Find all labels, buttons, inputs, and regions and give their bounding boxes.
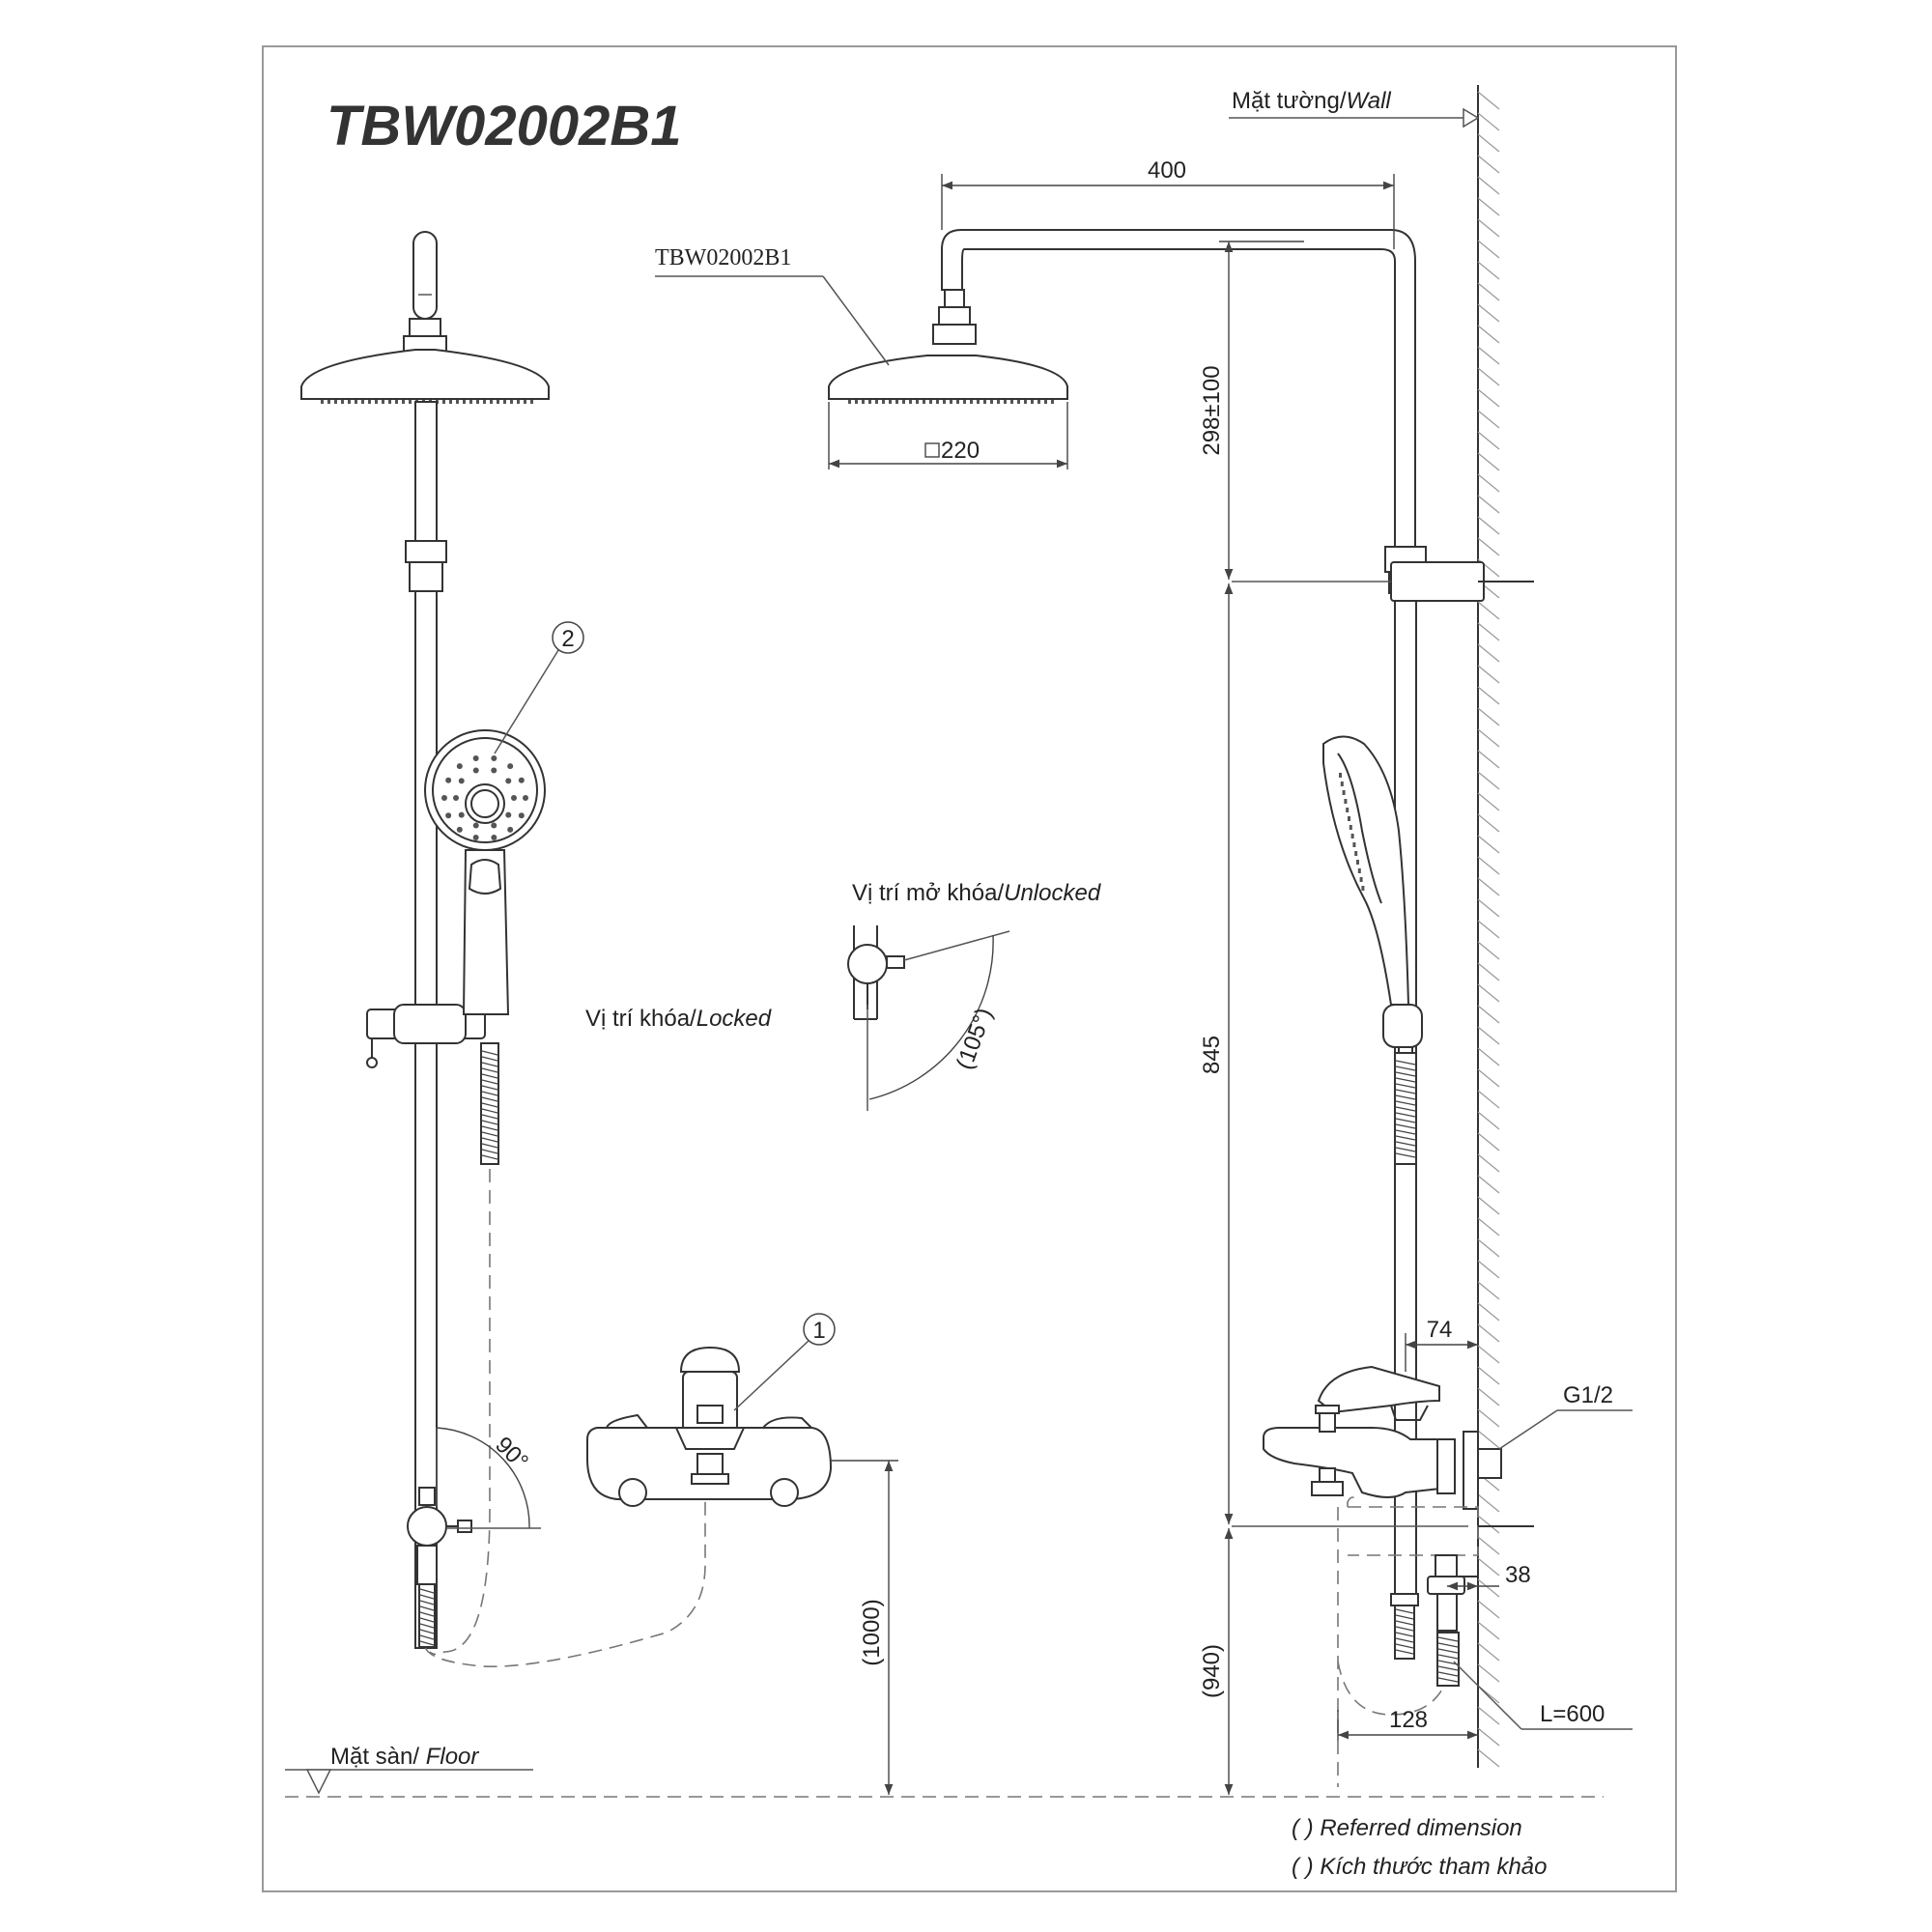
dim-head-size: 220 — [828, 402, 1068, 469]
side-view — [828, 229, 1633, 1787]
unlocked-label-en: Unlocked — [1004, 880, 1101, 906]
floor-label-vi: Mặt sàn/ — [330, 1744, 426, 1770]
dim-arm-length-value: 400 — [1148, 157, 1186, 184]
dim-head-size-value: 220 — [941, 438, 980, 464]
note-reference-size: ( ) Kích thước tham khảo — [1292, 1854, 1547, 1880]
drawing-frame — [262, 45, 1677, 1892]
angle-90: 90° — [490, 1432, 533, 1475]
dim-floor-height-side-value: (940) — [1199, 1644, 1225, 1698]
dim-mixer-depth: 128 — [1337, 1707, 1478, 1741]
hose-label: L=600 — [1540, 1701, 1605, 1727]
svg-text:Vị trí khóa/Locked: Vị trí khóa/Locked — [585, 1006, 772, 1032]
dim-outlet-offset-value: 38 — [1505, 1562, 1531, 1588]
thread-label: G1/2 — [1563, 1382, 1613, 1408]
unlocked-label-vi: Vị trí mở khóa/ — [852, 880, 1004, 906]
front-view — [300, 231, 833, 1668]
part-callout-2: 2 — [494, 621, 584, 754]
floor-label-en: Floor — [426, 1744, 480, 1770]
dim-arm-length: 400 — [941, 157, 1395, 249]
dim-floor-height-front-value: (1000) — [859, 1599, 885, 1665]
angle-105: (105°) — [952, 1005, 998, 1073]
part-number-2: 2 — [561, 626, 574, 652]
drawing-title: TBW02002B1 — [327, 95, 681, 157]
dim-arm-height-value: 298±100 — [1199, 365, 1225, 455]
wall-line — [1477, 85, 1500, 1768]
part-number-1: 1 — [812, 1318, 825, 1344]
floor-label: Mặt sàn/ Floor — [330, 1744, 479, 1770]
wall-label-vi: Mặt tường/ — [1232, 88, 1347, 114]
part-callout-1: 1 — [733, 1313, 836, 1411]
note-referred-dimension: ( ) Referred dimension — [1292, 1815, 1522, 1841]
dim-outlet-offset: 38 — [1447, 1562, 1531, 1591]
dim-spout-projection: 74 — [1405, 1317, 1478, 1372]
locked-label-en: Locked — [696, 1006, 772, 1032]
dim-floor-height-front — [831, 1460, 898, 1795]
locked-label-vi: Vị trí khóa/ — [585, 1006, 696, 1032]
dim-mixer-depth-value: 128 — [1389, 1707, 1428, 1733]
svg-text:Vị trí mở khóa/Unlocked: Vị trí mở khóa/Unlocked — [852, 880, 1101, 906]
wall-label-en: Wall — [1347, 88, 1392, 114]
svg-text:Mặt tường/Wall: Mặt tường/Wall — [1232, 88, 1391, 114]
dim-vertical-column — [1219, 241, 1304, 1795]
lock-detail: Vị trí mở khóa/Unlocked Vị trí khóa/Lock… — [585, 880, 1101, 1111]
model-callout: TBW02002B1 — [655, 245, 890, 366]
wall-label: Mặt tường/Wall — [1229, 88, 1480, 128]
dim-spout-projection-value: 74 — [1427, 1317, 1453, 1343]
model-callout-text: TBW02002B1 — [655, 245, 791, 270]
dim-bar-length-value: 845 — [1199, 1036, 1225, 1074]
floor-line — [285, 1769, 1604, 1798]
